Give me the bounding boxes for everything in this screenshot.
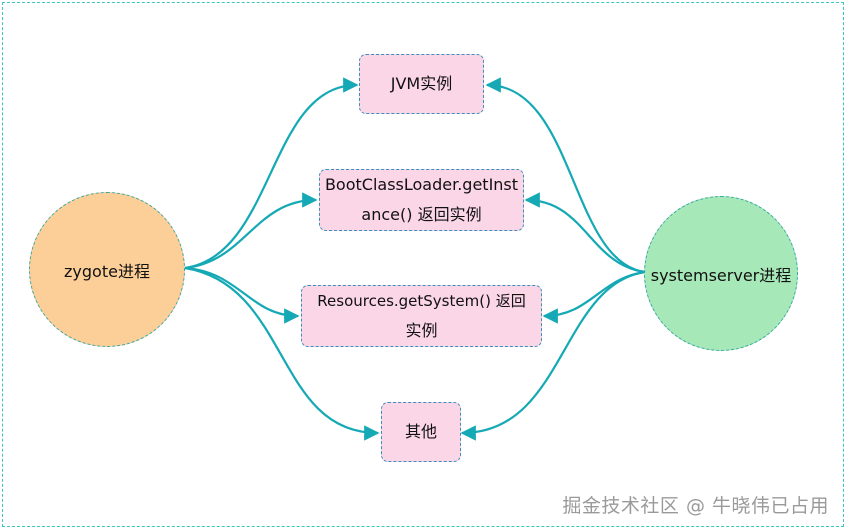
other-label: 其他	[404, 422, 437, 441]
edge-zygote-to-bootclassloader	[184, 192, 318, 270]
jvm-instance-box: JVM实例	[359, 54, 484, 114]
other-box: 其他	[381, 402, 461, 462]
systemserver-process-node: systemserver进程	[644, 196, 798, 351]
resources-label-line2: 实例	[405, 321, 438, 340]
zygote-process-label: zygote进程	[64, 261, 150, 281]
bootclassloader-label-line1: BootClassLoader.getInst	[324, 175, 519, 194]
resources-box: Resources.getSystem() 返回 实例	[301, 285, 542, 347]
bootclassloader-label-line2: ance() 返回实例	[361, 205, 482, 224]
bootclassloader-box: BootClassLoader.getInst ance() 返回实例	[319, 169, 524, 231]
edge-zygote-to-other	[184, 266, 380, 441]
edge-systemserver-to-jvm	[485, 77, 646, 274]
edge-zygote-to-jvm	[184, 77, 359, 270]
edge-systemserver-to-resources	[542, 270, 646, 324]
edge-systemserver-to-bootclassloader	[524, 192, 646, 274]
zygote-process-node: zygote进程	[29, 192, 185, 347]
resources-label-line1: Resources.getSystem() 返回	[317, 292, 526, 310]
edge-zygote-to-resources	[184, 266, 300, 324]
edge-systemserver-to-other	[460, 270, 646, 441]
systemserver-process-label: systemserver进程	[650, 265, 792, 285]
jvm-instance-label: JVM实例	[390, 74, 453, 93]
watermark: 掘金技术社区 @ 牛晓伟已占用	[562, 495, 829, 517]
